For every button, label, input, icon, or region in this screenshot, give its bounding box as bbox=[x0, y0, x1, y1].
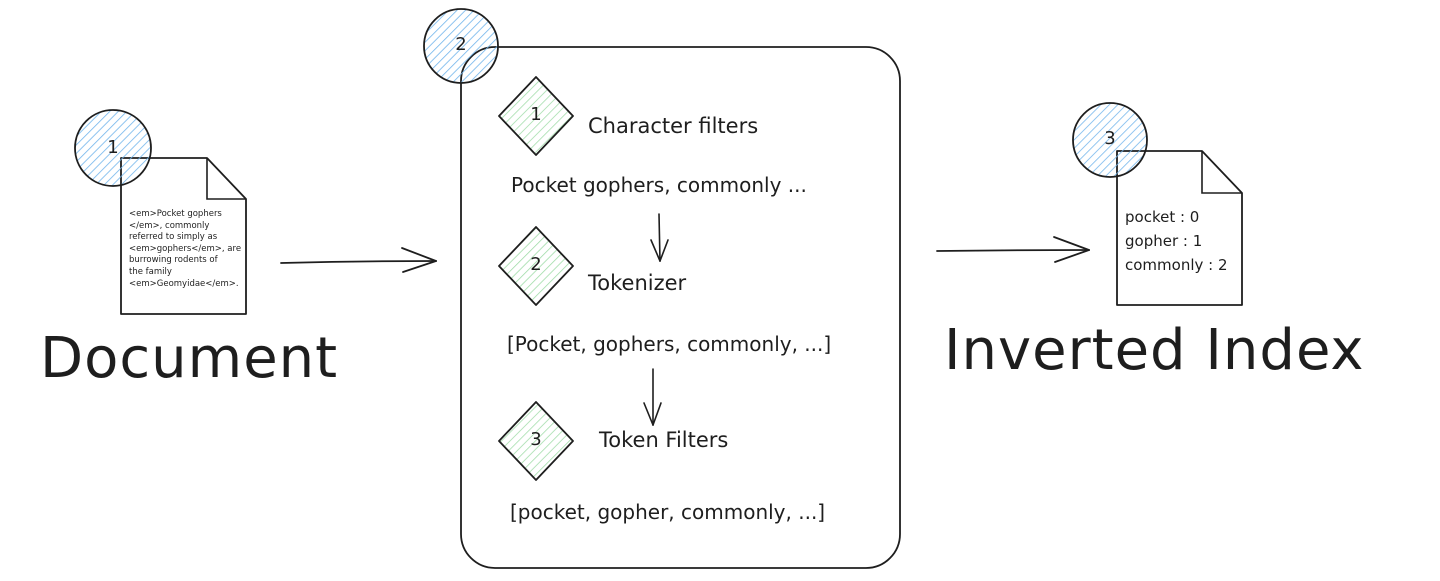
index-entry: pocket : 0 bbox=[1125, 208, 1200, 226]
step-3-output: [pocket, gopher, commonly, ...] bbox=[510, 500, 826, 524]
index-badge bbox=[1072, 102, 1148, 178]
analyzer-badge bbox=[423, 8, 499, 84]
step-3-badge-number: 3 bbox=[530, 429, 542, 450]
step-3-label: Token Filters bbox=[599, 428, 729, 452]
arrow-document-to-analyzer bbox=[280, 247, 437, 273]
document-badge-number: 1 bbox=[107, 137, 119, 158]
document-line: </em>, commonly bbox=[129, 220, 210, 231]
document-line: <em>Pocket gophers bbox=[129, 209, 222, 219]
analyzer-box bbox=[460, 46, 901, 569]
index-content: pocket : 0 gopher : 1 commonly : 2 bbox=[1125, 205, 1228, 277]
index-entry: gopher : 1 bbox=[1125, 232, 1203, 250]
document-title: Document bbox=[40, 326, 339, 391]
arrow-analyzer-to-index bbox=[936, 236, 1090, 263]
step-1-badge-number: 1 bbox=[530, 104, 542, 125]
document-badge bbox=[74, 109, 152, 187]
document-line: burrowing rodents of bbox=[129, 255, 218, 266]
arrow-down-1 bbox=[650, 213, 669, 262]
document-page bbox=[120, 157, 247, 315]
step-3-diamond bbox=[498, 401, 574, 481]
step-2-label: Tokenizer bbox=[588, 271, 687, 295]
index-badge-number: 3 bbox=[1104, 128, 1116, 149]
arrow-down-2 bbox=[643, 368, 662, 426]
document-line: <em>gophers</em>, are bbox=[129, 243, 242, 254]
document-line: the family bbox=[129, 266, 172, 277]
document-content: <em>Pocket gophers </em>, commonly refer… bbox=[129, 209, 241, 290]
step-2-badge-number: 2 bbox=[530, 254, 542, 275]
step-1-diamond bbox=[498, 76, 574, 156]
index-entry: commonly : 2 bbox=[1125, 256, 1228, 274]
step-1-output: Pocket gophers, commonly ... bbox=[511, 173, 807, 197]
index-title: Inverted Index bbox=[944, 318, 1365, 383]
document-line: referred to simply as bbox=[129, 232, 218, 243]
analyzer-badge-number: 2 bbox=[455, 34, 467, 55]
step-1-label: Character filters bbox=[588, 114, 759, 138]
index-page bbox=[1116, 150, 1243, 306]
step-2-output: [Pocket, gophers, commonly, ...] bbox=[507, 332, 832, 356]
step-2-diamond bbox=[498, 226, 574, 306]
document-line: <em>Geomyidae</em>. bbox=[129, 278, 239, 289]
